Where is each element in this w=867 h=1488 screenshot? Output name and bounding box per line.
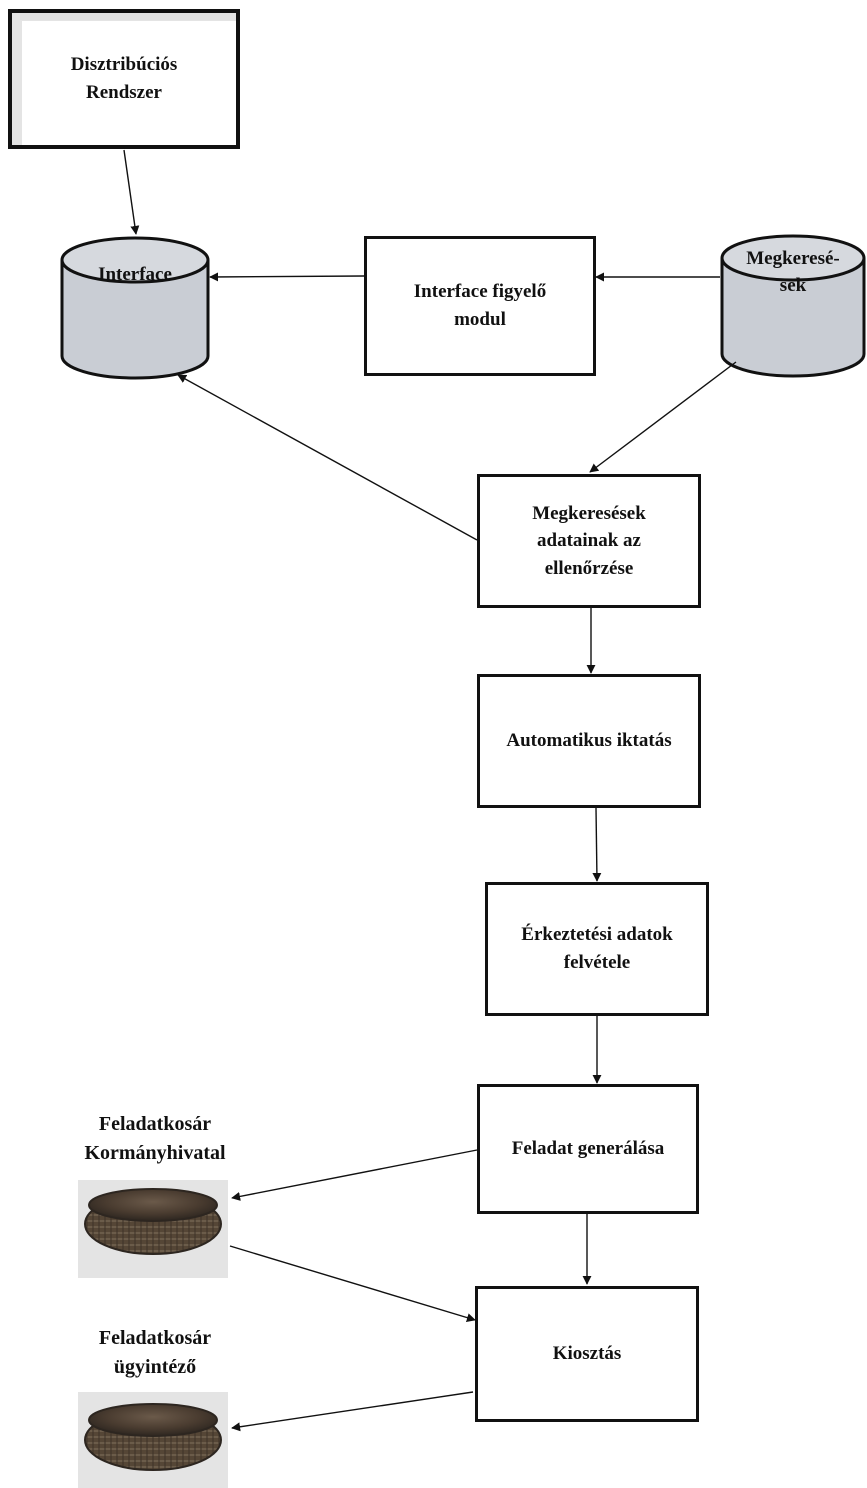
arrow-hivatal-basket-to-kiosztas [229, 1245, 476, 1322]
arrow-megkeresesek-to-ellenorzes [589, 361, 737, 473]
interface-database [60, 236, 210, 380]
disztribucios-rendszer-line1: Disztribúciós [70, 54, 178, 76]
erkeztetes-line2: felvétele [563, 952, 631, 973]
feladat-generalasa-label: Feladat generálása [511, 1138, 665, 1160]
feladatkosar-hivatal-line1: Feladatkosár [98, 1113, 212, 1135]
feladatkosar-ugyintezo-label: Feladatkosár ügyintéző [40, 1324, 270, 1382]
megkeresesek-label: Megkeresé- sek [722, 246, 864, 299]
arrow-iktatas-to-erkeztetes [592, 807, 602, 882]
kiosztas-box: Kiosztás [475, 1286, 699, 1422]
interface-figyelo-line1: Interface figyelő [413, 281, 547, 303]
arrow-feladat-to-hivatal-basket [231, 1149, 478, 1201]
automatikus-iktatas-box: Automatikus iktatás [477, 674, 701, 808]
arrow-ellenorzes-to-interface [177, 374, 478, 541]
arrow-disztribucio-to-interface [123, 149, 140, 235]
feladat-generalasa-box: Feladat generálása [477, 1084, 699, 1214]
ellenorzes-line2: adatainak az [537, 530, 641, 552]
feladatkosar-hivatal-label: Feladatkosár Kormányhivatal [40, 1110, 270, 1168]
feladatkosar-ugyintezo-line2: ügyintéző [113, 1356, 197, 1378]
disztribucios-rendszer-box: Disztribúciós Rendszer [8, 9, 240, 149]
kiosztas-label: Kiosztás [552, 1343, 622, 1365]
basket-image-hivatal [78, 1180, 228, 1278]
arrow-figyelo-to-interface [209, 272, 365, 282]
disztribucios-rendszer-line2: Rendszer [86, 82, 162, 103]
interface-label: Interface [62, 262, 208, 289]
feladatkosar-hivatal-line2: Kormányhivatal [84, 1142, 226, 1164]
automatikus-iktatas-label: Automatikus iktatás [506, 730, 672, 752]
ellenorzes-line3: ellenőrzése [544, 557, 634, 579]
megkeresesek-line1: Megkeresé- [746, 248, 840, 269]
ellenorzes-line1: Megkeresések [532, 502, 646, 524]
erkeztetes-line1: Érkeztetési adatok [521, 924, 673, 946]
ellenorzes-box: Megkeresések adatainak az ellenőrzése [477, 474, 701, 608]
erkeztetesi-adatok-box: Érkeztetési adatok felvétele [485, 882, 709, 1016]
basket-image-ugyintezo [78, 1392, 228, 1488]
feladatkosar-ugyintezo-line1: Feladatkosár [98, 1327, 212, 1349]
megkeresesek-database [720, 234, 866, 378]
megkeresesek-line2: sek [779, 274, 807, 296]
interface-figyelo-line2: modul [454, 309, 506, 330]
arrow-kiosztas-to-ugyintezo-basket [231, 1391, 474, 1432]
interface-label-text: Interface [98, 264, 172, 285]
interface-figyelo-modul-box: Interface figyelő modul [364, 236, 596, 376]
